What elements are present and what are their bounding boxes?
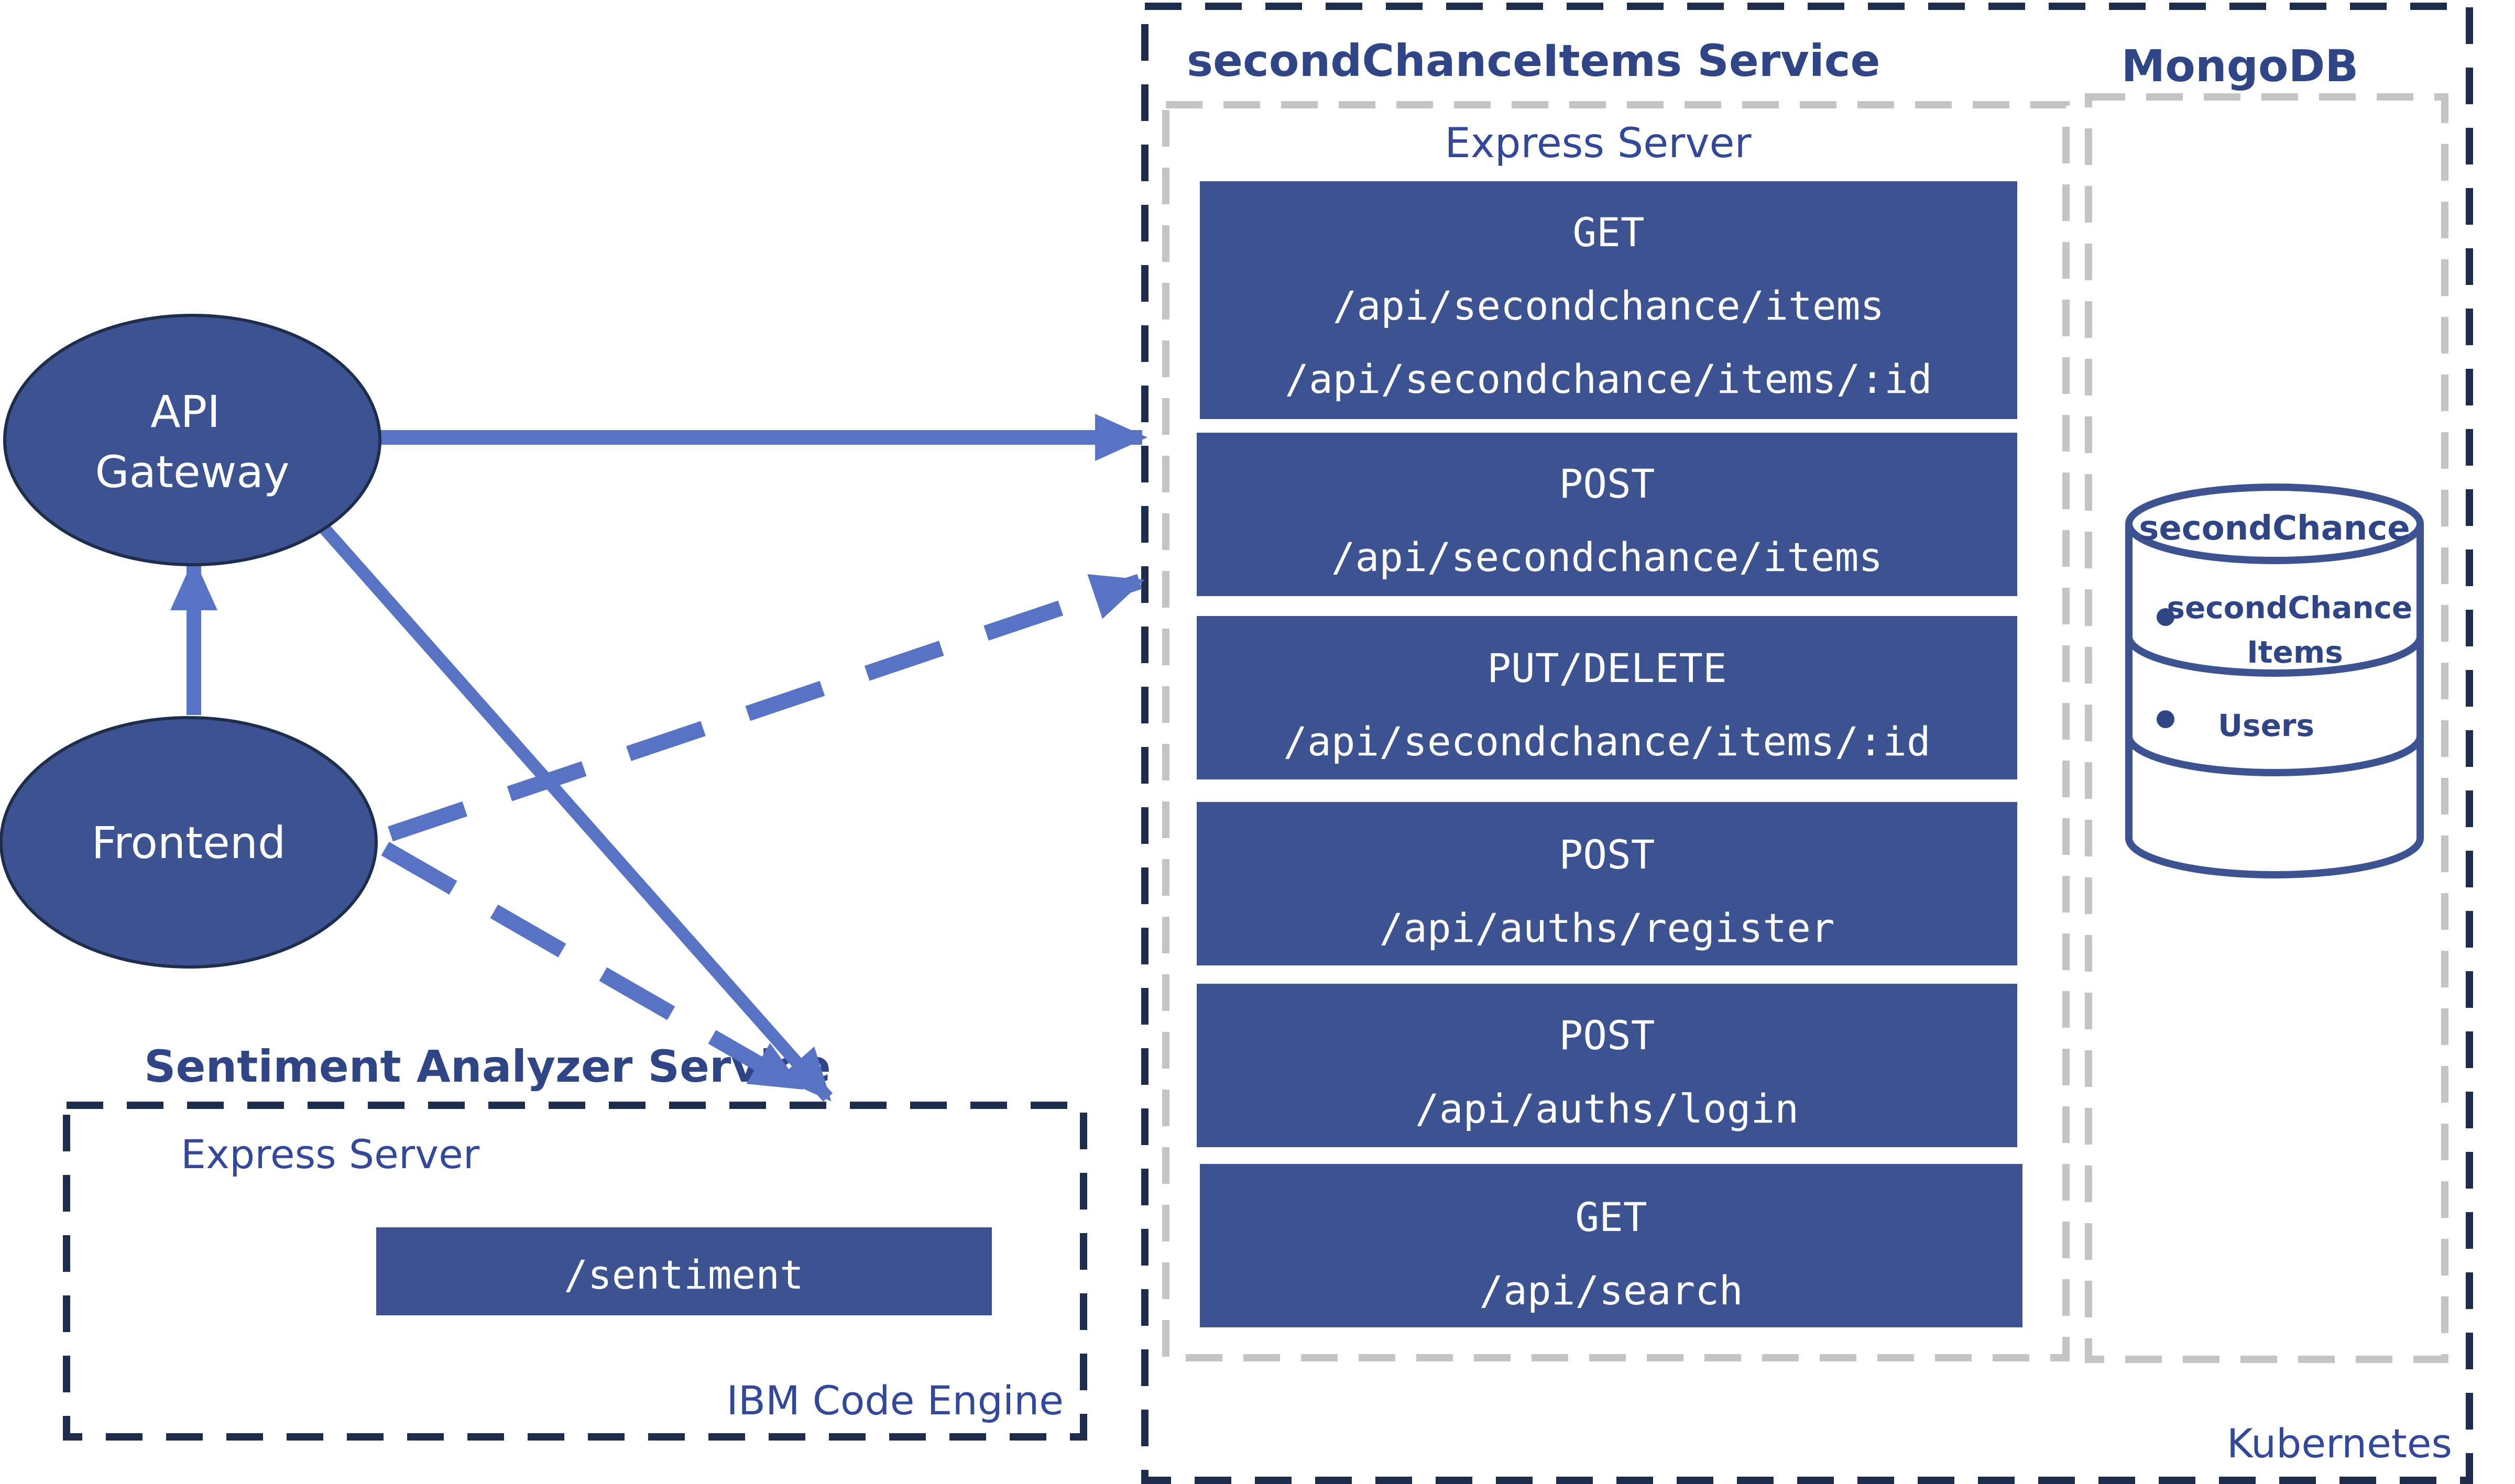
endpoint-method: PUT/DELETE	[1487, 645, 1727, 691]
api-gateway-label-line2: Gateway	[95, 446, 289, 498]
mongodb-title: MongoDB	[2122, 40, 2359, 92]
endpoint-method: POST	[1559, 460, 1655, 507]
endpoint-path: /api/auths/register	[1379, 905, 1834, 951]
collection-bullet-icon	[2157, 608, 2174, 626]
api-gateway-label: API Gateway	[95, 386, 289, 498]
endpoint-path: /api/secondchance/items/:id	[1285, 356, 1932, 402]
collection-secondchance-items: secondChance Items	[2167, 590, 2423, 670]
connectors	[170, 414, 1147, 1102]
endpoint-method: GET	[1572, 209, 1644, 256]
ibm-code-engine-label: IBM Code Engine	[727, 1377, 1064, 1424]
endpoint-box-get-search	[1200, 1164, 2022, 1327]
endpoint-box-put-delete-items	[1197, 616, 2017, 779]
endpoint-box-get-items	[1200, 181, 2017, 419]
endpoint-box-post-items	[1197, 433, 2017, 596]
api-gateway-node	[3, 314, 381, 566]
dashed-arrow-frontend-to-second-chance-service	[388, 574, 1145, 842]
arrow-gateway-to-sentiment-service	[320, 525, 833, 1102]
database-cylinder-icon	[2125, 483, 2424, 878]
endpoint-box-post-register	[1197, 802, 2017, 965]
frontend-label: Frontend	[92, 817, 286, 869]
collection-bullet-icon	[2157, 710, 2174, 728]
sentiment-endpoint-path: /sentiment	[564, 1251, 804, 1298]
collection-users: Users	[2218, 708, 2314, 743]
dashed-arrow-frontend-to-sentiment-service	[381, 842, 804, 1094]
sentiment-service-container	[63, 1102, 1087, 1441]
sentiment-endpoint-box	[376, 1227, 992, 1315]
api-gateway-label-line1: API	[150, 386, 220, 437]
frontend-node	[0, 716, 378, 969]
endpoint-path: /api/secondchance/items	[1331, 534, 1883, 580]
express-server-container	[1162, 101, 2070, 1361]
endpoint-path: /api/secondchance/items	[1333, 282, 1884, 329]
endpoint-method: POST	[1559, 831, 1655, 878]
endpoint-box-post-login	[1197, 984, 2017, 1147]
endpoint-method: GET	[1575, 1194, 1647, 1240]
database-name: secondChance	[2139, 509, 2410, 548]
kubernetes-label: Kubernetes	[2227, 1420, 2452, 1467]
mongodb-container	[2085, 93, 2448, 1363]
endpoint-path: /api/search	[1479, 1267, 1743, 1314]
endpoint-path: /api/secondchance/items/:id	[1283, 718, 1930, 765]
sentiment-service-title: Sentiment Analyzer Service	[144, 1041, 831, 1092]
second-chance-service-container	[1141, 3, 2473, 1484]
endpoint-path: /api/auths/login	[1415, 1085, 1799, 1132]
sentiment-express-title: Express Server	[181, 1131, 480, 1178]
endpoint-list: GET /api/secondchance/items /api/secondc…	[1197, 181, 2022, 1327]
second-chance-service-title: secondChanceItems Service	[1187, 35, 1880, 86]
express-server-title: Express Server	[1445, 120, 1752, 167]
endpoint-method: POST	[1559, 1012, 1655, 1059]
